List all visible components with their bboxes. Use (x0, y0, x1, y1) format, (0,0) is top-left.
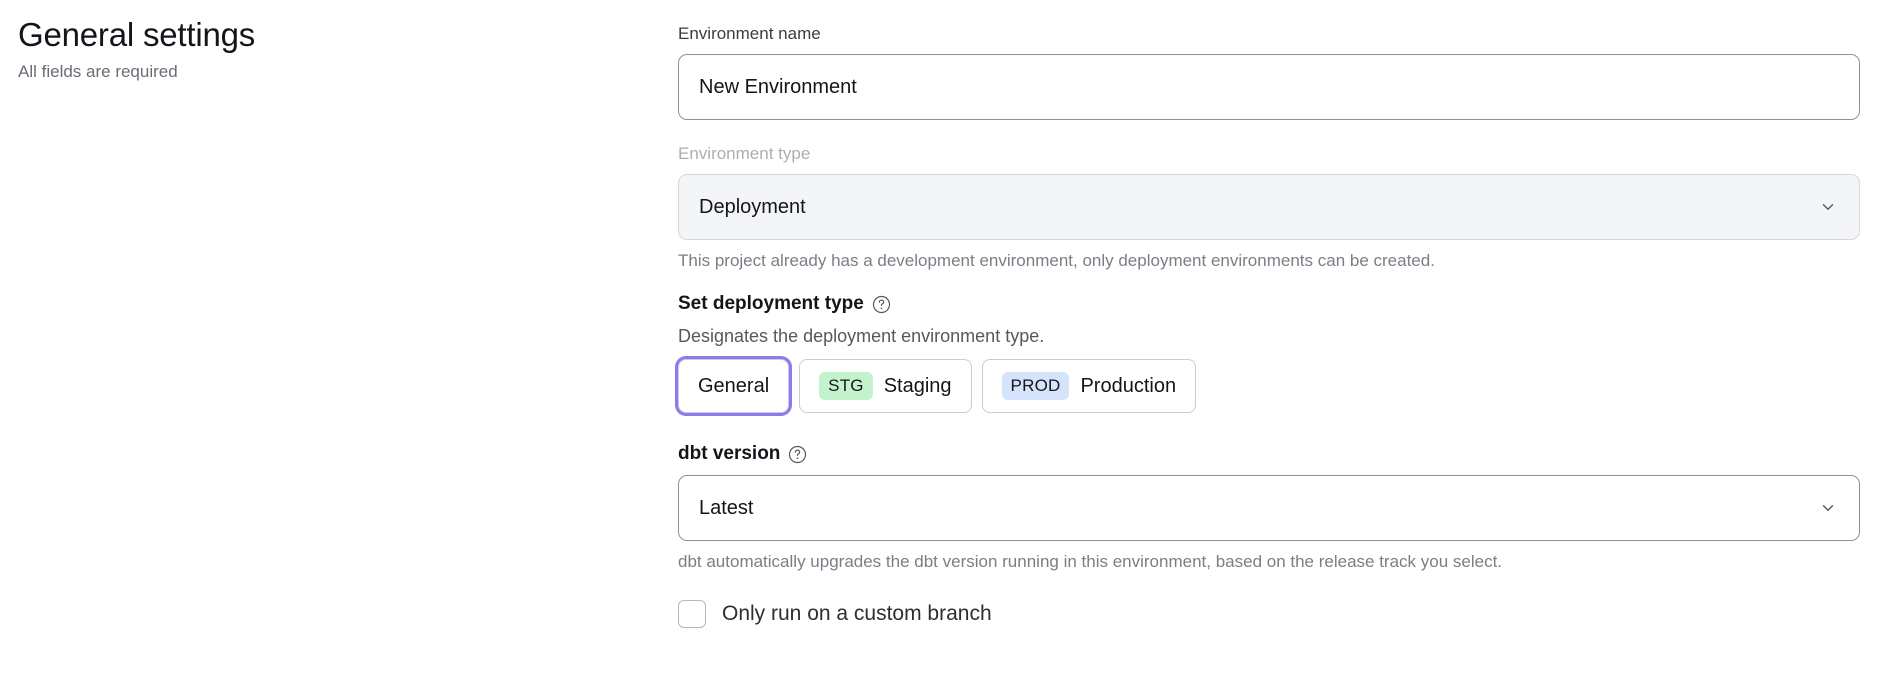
dbt-version-group: dbt version Latest dbt automatica (678, 441, 1860, 574)
environment-name-field-group: Environment name New Environment (678, 22, 1860, 120)
deployment-type-heading: Set deployment type (678, 291, 1860, 317)
deployment-type-option-general[interactable]: General (678, 359, 789, 413)
environment-name-input[interactable]: New Environment (678, 54, 1860, 120)
environment-type-label: Environment type (678, 142, 1860, 166)
chevron-down-icon (1819, 198, 1837, 216)
page-title: General settings (18, 14, 638, 56)
environment-type-field-group: Environment type Deployment This project… (678, 142, 1860, 273)
deployment-type-option-production-label: Production (1080, 375, 1176, 398)
environment-type-helper-text: This project already has a development e… (678, 249, 1860, 273)
help-circle-icon[interactable] (788, 445, 807, 464)
deployment-type-option-staging[interactable]: STG Staging (799, 359, 971, 413)
deployment-type-options: General STG Staging PROD Production (678, 359, 1860, 413)
settings-form: Environment name New Environment Environ… (678, 22, 1860, 628)
deployment-type-option-production[interactable]: PROD Production (982, 359, 1197, 413)
settings-intro: General settings All fields are required (18, 14, 638, 84)
custom-branch-checkbox[interactable] (678, 600, 706, 628)
deployment-type-description: Designates the deployment environment ty… (678, 324, 1860, 349)
help-circle-icon[interactable] (872, 295, 891, 314)
custom-branch-label[interactable]: Only run on a custom branch (722, 600, 992, 628)
staging-badge: STG (819, 372, 873, 400)
environment-type-selected-value: Deployment (699, 196, 806, 219)
dbt-version-select[interactable]: Latest (678, 475, 1860, 541)
page-subtitle: All fields are required (18, 60, 638, 84)
deployment-type-option-staging-label: Staging (884, 375, 952, 398)
chevron-down-icon (1819, 499, 1837, 517)
production-badge: PROD (1002, 372, 1070, 400)
deployment-type-heading-label: Set deployment type (678, 291, 864, 317)
dbt-version-helper-text: dbt automatically upgrades the dbt versi… (678, 550, 1860, 574)
deployment-type-option-general-label: General (698, 375, 769, 398)
custom-branch-row: Only run on a custom branch (678, 600, 1860, 628)
dbt-version-label: dbt version (678, 441, 780, 467)
dbt-version-selected-value: Latest (699, 497, 753, 520)
environment-type-select[interactable]: Deployment (678, 174, 1860, 240)
dbt-version-heading: dbt version (678, 441, 1860, 467)
deployment-type-group: Set deployment type Designates the deplo… (678, 291, 1860, 413)
environment-name-label: Environment name (678, 22, 1860, 46)
